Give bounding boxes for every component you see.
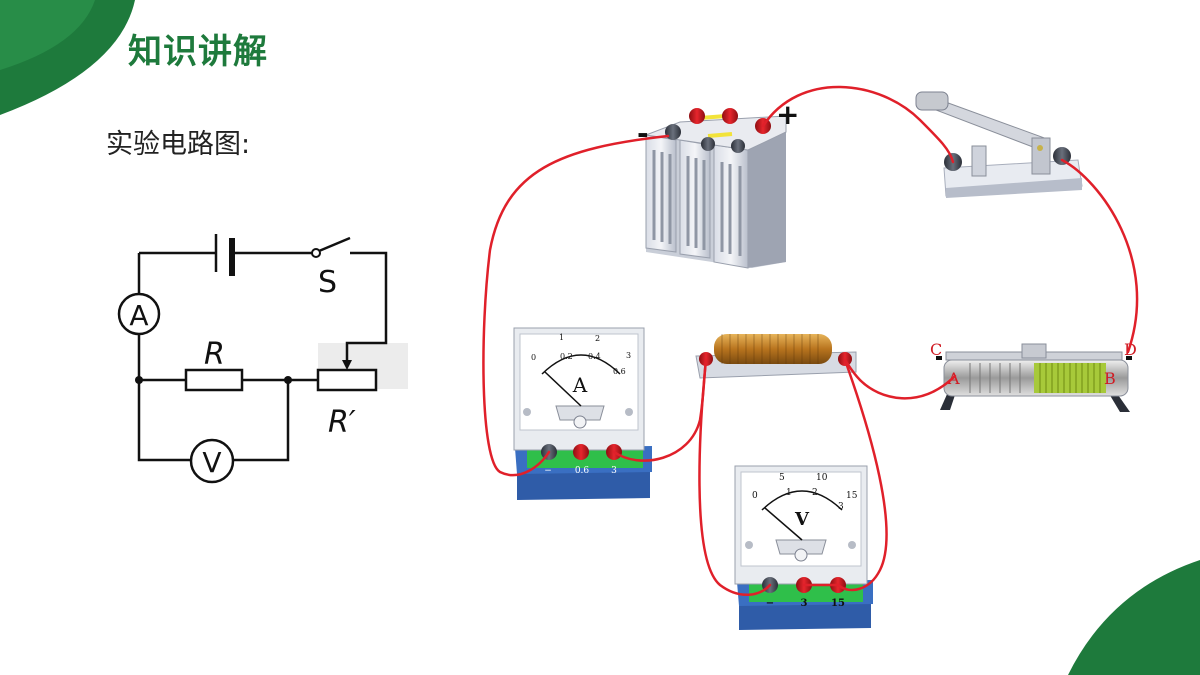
battery-plus-label: + bbox=[776, 98, 799, 131]
ammeter-terminal-3: 3 bbox=[611, 466, 617, 476]
switch-label: S bbox=[318, 265, 337, 300]
resistor-label: R bbox=[204, 337, 225, 372]
voltmeter-scale-10: 10 bbox=[816, 473, 828, 483]
wire-rheostat-to-resistor bbox=[843, 358, 957, 400]
wire-resistor-to-voltmeter-minus bbox=[698, 358, 772, 596]
resistor-device bbox=[695, 334, 857, 379]
voltmeter-terminal-15: 15 bbox=[831, 598, 845, 609]
slide-title: 知识讲解 bbox=[128, 32, 268, 72]
voltmeter-subscale-2: 2 bbox=[812, 488, 818, 498]
ammeter-scale-3: 3 bbox=[626, 351, 631, 360]
wire-battery-to-switch bbox=[761, 85, 955, 164]
battery-pack bbox=[644, 108, 787, 269]
voltmeter-scale-0: 0 bbox=[752, 491, 758, 501]
rheostat-terminal-d: D bbox=[1124, 340, 1137, 359]
rheostat-terminal-c: C bbox=[930, 340, 942, 359]
ammeter-terminal-06: 0.6 bbox=[575, 466, 590, 476]
ammeter-terminal-minus: − bbox=[544, 466, 552, 476]
ammeter-symbol bbox=[117, 292, 161, 336]
wire-battery-to-ammeter bbox=[482, 134, 670, 477]
ammeter-letter: A bbox=[572, 373, 588, 397]
wire-top-right bbox=[345, 251, 388, 366]
corner-decor-top-left-light bbox=[0, 0, 95, 70]
resistor-symbol bbox=[184, 368, 244, 392]
rheostat-arrow bbox=[342, 360, 352, 370]
voltmeter-subscale-1: 1 bbox=[786, 488, 792, 498]
voltmeter-symbol bbox=[189, 438, 235, 484]
slide-subtitle: 实验电路图: bbox=[106, 129, 251, 160]
ammeter-scale-1: 1 bbox=[559, 333, 564, 342]
voltmeter-subscale-3: 3 bbox=[838, 502, 844, 512]
voltmeter-symbol-letter: V bbox=[202, 446, 221, 479]
voltmeter-scale-15: 15 bbox=[846, 491, 858, 501]
ammeter-subscale-2: 0.4 bbox=[588, 352, 601, 361]
wire-resistor-to-voltmeter-3 bbox=[836, 358, 888, 592]
voltmeter-letter: V bbox=[794, 509, 810, 530]
rheostat-device bbox=[936, 343, 1132, 412]
ammeter-subscale-1: 0.2 bbox=[560, 352, 573, 361]
voltmeter-terminal-3: 3 bbox=[801, 598, 808, 609]
junction-right bbox=[284, 376, 292, 384]
ammeter-scale-0: 0 bbox=[531, 353, 536, 362]
ammeter-scale-2: 2 bbox=[595, 334, 600, 343]
knife-switch bbox=[915, 91, 1083, 198]
ammeter-symbol-letter: A bbox=[129, 299, 148, 332]
wire-switch-to-rheostat bbox=[1060, 158, 1139, 354]
switch-blade bbox=[318, 236, 351, 253]
voltmeter-scale-5: 5 bbox=[779, 473, 785, 483]
switch-pivot bbox=[311, 248, 321, 258]
corner-decor-bottom-right bbox=[1068, 560, 1200, 675]
rheostat-terminal-b: B bbox=[1104, 369, 1116, 388]
battery-minus-label: - bbox=[637, 117, 649, 150]
junction-left bbox=[135, 376, 143, 384]
wire-voltmeter bbox=[234, 380, 290, 462]
voltmeter-terminal-minus: − bbox=[766, 598, 774, 609]
ammeter-subscale-3: 0.6 bbox=[613, 367, 626, 376]
rheostat-label: R′ bbox=[328, 405, 356, 440]
